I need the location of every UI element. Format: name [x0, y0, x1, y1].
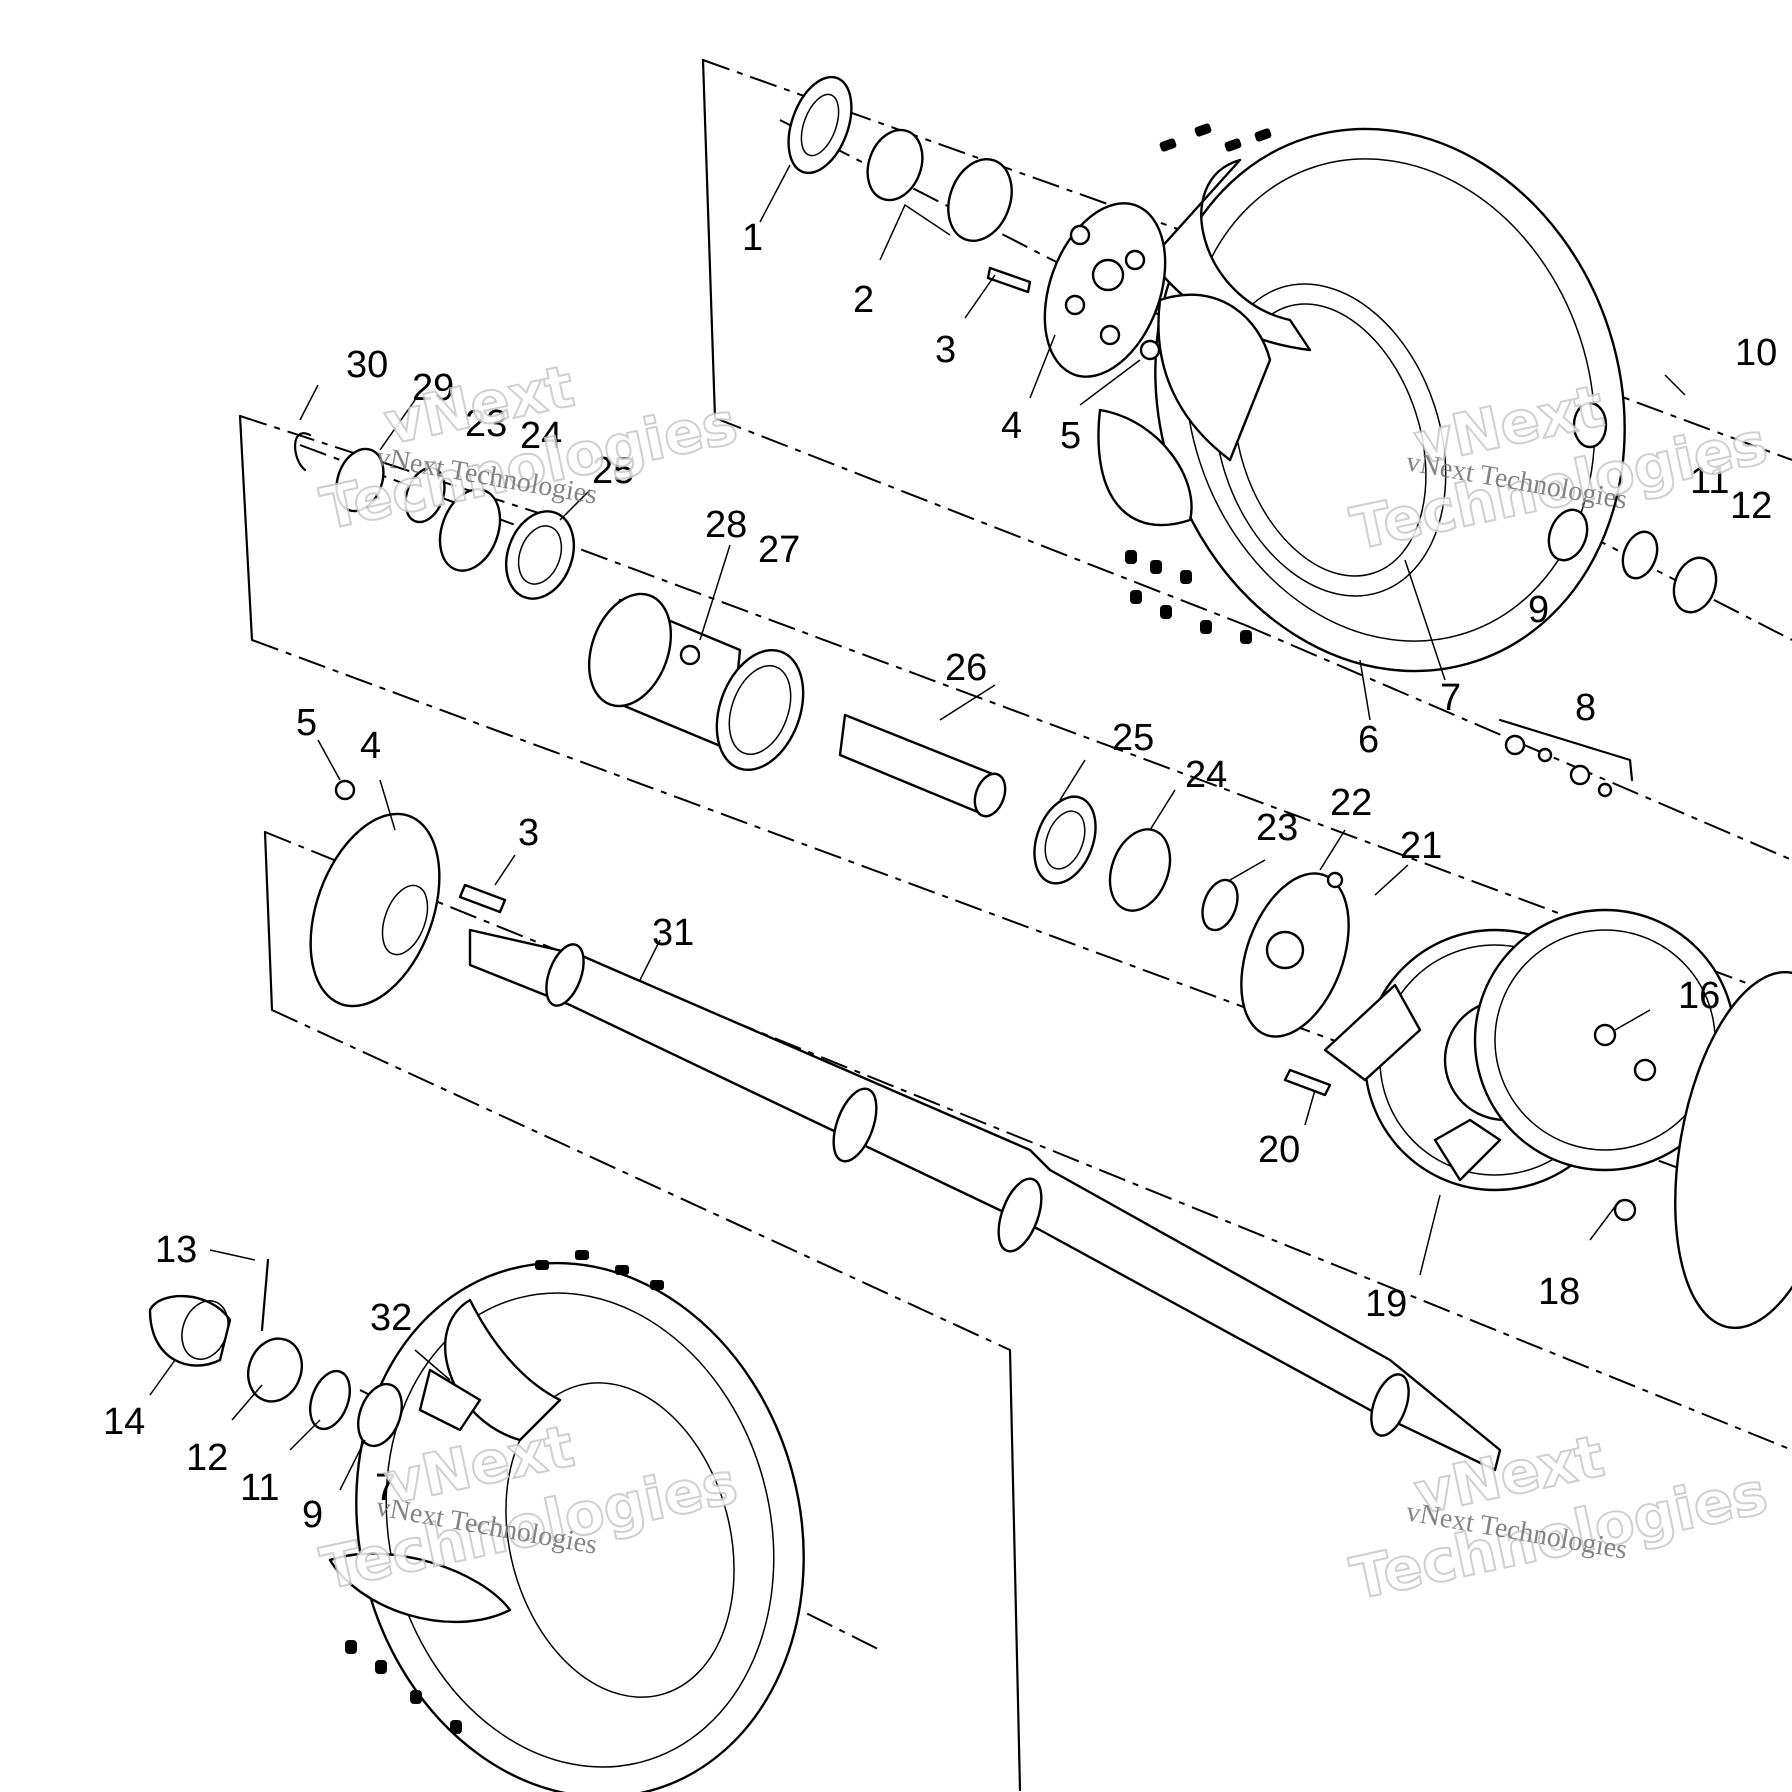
- pin-13: [260, 1258, 270, 1332]
- callout-8: 8: [1575, 687, 1596, 729]
- upper-hub-parts: [787, 75, 1167, 378]
- seal-24b: [1108, 828, 1172, 912]
- callout-9: 9: [1528, 589, 1549, 631]
- ring-23a: [404, 466, 446, 524]
- callout-18: 18: [1538, 1271, 1580, 1313]
- callout-20: 20: [1258, 1129, 1300, 1171]
- callout-27: 27: [758, 529, 800, 571]
- washer-11b: [309, 1369, 351, 1431]
- bolt-3b: [458, 883, 507, 914]
- callout-3b: 3: [518, 812, 539, 854]
- callout-25b: 25: [1112, 717, 1154, 759]
- fitting-27: [679, 644, 701, 666]
- ring-23b: [1201, 878, 1239, 932]
- nut-5: [1139, 339, 1161, 361]
- callout-29: 29: [412, 367, 454, 409]
- washer-1: [787, 75, 853, 175]
- callout-2: 2: [853, 279, 874, 321]
- callout-13: 13: [155, 1229, 197, 1271]
- seal-29: [335, 447, 385, 513]
- callout-25: 25: [592, 450, 634, 492]
- nut-12a: [1672, 556, 1718, 614]
- callout-7: 7: [1440, 677, 1461, 719]
- callout-26: 26: [945, 647, 987, 689]
- callout-9b: 9: [302, 1494, 323, 1536]
- washer-11a: [1621, 530, 1659, 580]
- clip-30: [294, 432, 312, 472]
- lower-wheel: [328, 1250, 805, 1792]
- cap-14: [148, 1294, 232, 1367]
- callout-12: 12: [1730, 485, 1772, 527]
- callout-11b: 11: [240, 1467, 279, 1509]
- callout-6: 6: [1358, 719, 1379, 761]
- washer-9a: [1547, 508, 1589, 562]
- stud-21: [1326, 871, 1344, 889]
- sprocket-brake-assembly: [1283, 908, 1792, 1330]
- callout-14: 14: [103, 1401, 145, 1443]
- nut-16: [1593, 1023, 1617, 1047]
- callout-23: 23: [465, 403, 507, 445]
- callout-12b: 12: [186, 1437, 228, 1479]
- bearing-carrier-assembly: [294, 432, 1350, 1038]
- callout-3: 3: [935, 329, 956, 371]
- left-hub-plate: [309, 779, 507, 1008]
- callout-4b: 4: [360, 725, 381, 767]
- bolt-20: [1283, 1068, 1332, 1097]
- leader-lines: [149, 164, 1686, 1491]
- nut-2a: [866, 128, 924, 202]
- axle-31: [468, 928, 1502, 1472]
- chain-link-8: [1498, 718, 1634, 798]
- callout-32: 32: [370, 1297, 412, 1339]
- callout-24b: 24: [1185, 754, 1227, 796]
- lower-small-parts: [148, 401, 1718, 1448]
- callout-23b: 23: [1256, 807, 1298, 849]
- valve-32: [418, 1368, 482, 1432]
- callout-21: 21: [1400, 825, 1442, 867]
- callout-16: 16: [1678, 975, 1720, 1017]
- callout-7b: 7: [375, 1467, 396, 1509]
- callout-30: 30: [346, 344, 388, 386]
- callout-22: 22: [1330, 782, 1372, 824]
- callout-28: 28: [705, 504, 747, 546]
- callout-31: 31: [652, 912, 694, 954]
- nut-12b: [247, 1337, 303, 1403]
- bearing-25b: [1033, 795, 1097, 885]
- nut-5b: [334, 779, 356, 801]
- callout-1: 1: [742, 217, 763, 259]
- callout-10: 10: [1735, 332, 1777, 374]
- bolt-3: [986, 266, 1032, 294]
- callout-5: 5: [1060, 415, 1081, 457]
- seal-24a: [438, 488, 502, 572]
- callout-labels: 1 2 3 4 5 6 7 8 9 10 11 12 30 29 23 24 2…: [103, 217, 1777, 1536]
- bearing-25a: [505, 510, 575, 600]
- nut-2b: [947, 158, 1013, 242]
- callout-11: 11: [1690, 460, 1729, 502]
- callout-19: 19: [1365, 1283, 1407, 1325]
- nut-10: [1572, 401, 1608, 449]
- washer-9b: [357, 1382, 403, 1448]
- callout-24: 24: [520, 415, 562, 457]
- spacer-26: [838, 713, 997, 817]
- callout-4: 4: [1001, 405, 1022, 447]
- callout-5b: 5: [296, 702, 317, 744]
- upper-wheel: [1097, 123, 1626, 673]
